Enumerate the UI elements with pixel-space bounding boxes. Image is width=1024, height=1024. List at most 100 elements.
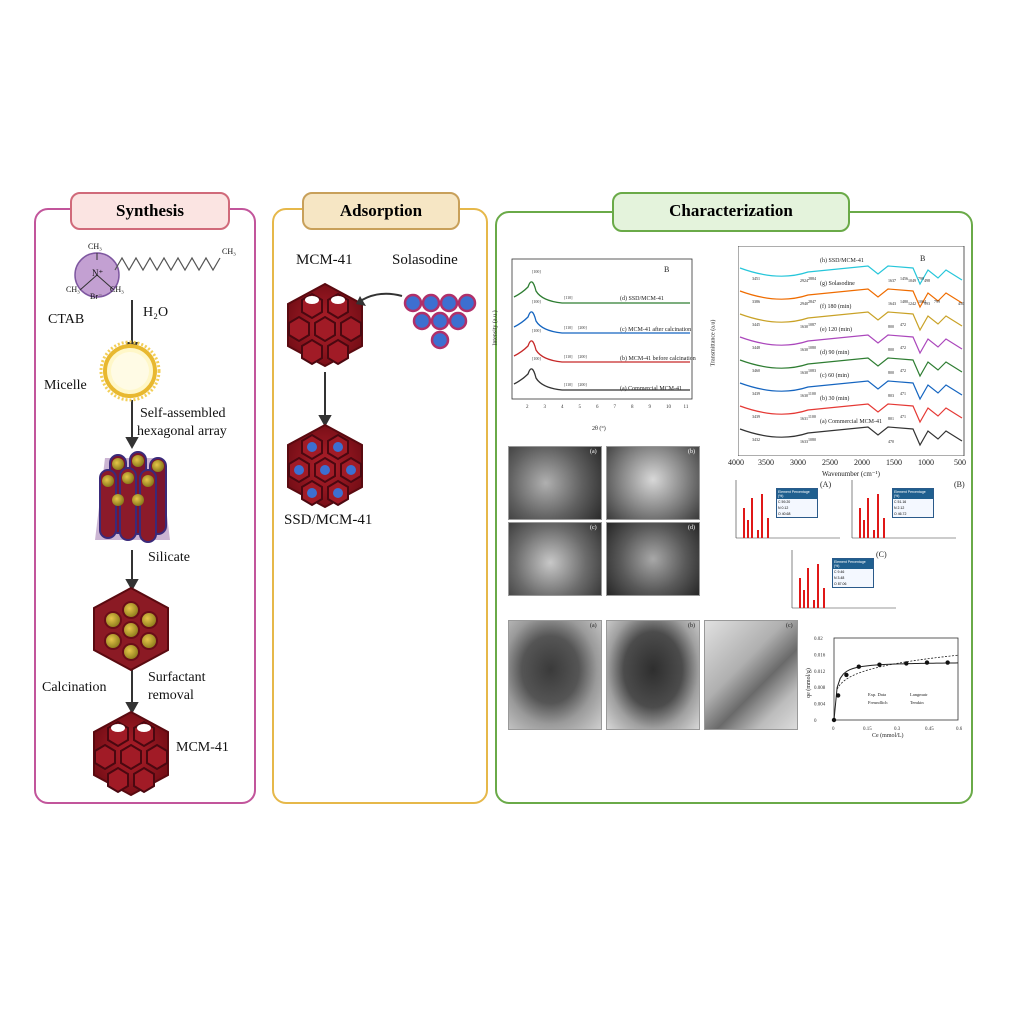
xrd-label-a: (a) Commercial MCM-41 bbox=[620, 386, 682, 392]
xrd-xtick: 2 bbox=[526, 405, 529, 410]
ftir-trace bbox=[739, 288, 963, 309]
ftir-peak-label: 498 bbox=[924, 278, 930, 283]
ftir-trace bbox=[739, 311, 963, 332]
xrd-trace bbox=[513, 340, 690, 363]
ftir-peak-label: 800 bbox=[888, 324, 894, 329]
ftir-trace bbox=[739, 334, 963, 355]
eds-table-row: N 3.48 bbox=[834, 576, 845, 580]
ftir-xtick: 3500 bbox=[758, 458, 774, 467]
eds-table-row: C 59.20 bbox=[778, 500, 791, 504]
ftir-peak-label: 3460 bbox=[752, 368, 760, 373]
tem-image-c bbox=[704, 620, 798, 730]
isotherm-xtick: 0.3 bbox=[894, 727, 901, 732]
isotherm-xtick: 0.45 bbox=[925, 727, 934, 732]
exp-data-point bbox=[904, 661, 909, 666]
ftir-peak-label: 1100 bbox=[808, 414, 816, 419]
sem-image-d bbox=[606, 522, 700, 596]
xrd-xtick: 6 bbox=[596, 405, 599, 410]
isotherm-xtick: 0.6 bbox=[956, 727, 962, 732]
silicate-hex-block bbox=[93, 586, 169, 672]
ftir-peak-label: 1643 bbox=[888, 301, 896, 306]
xrd-xtick: 9 bbox=[649, 405, 652, 410]
isotherm-ytick: 0.02 bbox=[814, 637, 823, 642]
xrd-xtick: 5 bbox=[579, 405, 582, 410]
eds-spectrum-svg bbox=[735, 480, 840, 539]
ch3-bottom-label: CH₃ bbox=[110, 285, 124, 294]
mcm41-adsorption-label: MCM-41 bbox=[296, 252, 353, 268]
ftir-peak-label: 800 bbox=[888, 370, 894, 375]
micelle-label: Micelle bbox=[44, 378, 87, 393]
br-minus-label: Br⁻ bbox=[90, 292, 103, 301]
ch3-left-label: CH₃ bbox=[66, 285, 80, 294]
ftir-peak-label: 801 bbox=[888, 416, 894, 421]
ssd-mcm41-graphic bbox=[287, 423, 363, 509]
ftir-peak-label: 799 bbox=[918, 276, 924, 281]
eds-table-row: C 51.16 bbox=[894, 500, 907, 504]
eds-table-row: O 40.68 bbox=[778, 512, 791, 516]
tem-label-b: (b) bbox=[688, 623, 695, 629]
xrd-peak-label: [110] bbox=[564, 325, 573, 330]
ctab-alkyl-chain bbox=[114, 256, 221, 272]
sem-label-d: (d) bbox=[688, 525, 695, 531]
ftir-xtick: 2500 bbox=[822, 458, 838, 467]
ftir-peak-label: 1100 bbox=[808, 391, 816, 396]
xrd-trace bbox=[513, 368, 690, 391]
ftir-peak-label: 993 bbox=[924, 301, 930, 306]
characterization-tab: Characterization bbox=[612, 192, 850, 232]
sem-label-b: (b) bbox=[688, 449, 695, 455]
mcm41-result-graphic bbox=[93, 710, 169, 797]
ftir-peak-label: 472 bbox=[900, 345, 906, 350]
eds-label: (A) bbox=[820, 480, 832, 489]
ftir-peak-label: 3451 bbox=[752, 276, 760, 281]
ftir-peak-label: 1064 bbox=[918, 299, 926, 304]
eds-table-row: N 2.12 bbox=[894, 506, 905, 510]
ftir-trace-label: (d) 90 (min) bbox=[820, 350, 850, 356]
xrd-peak-label: [110] bbox=[564, 295, 573, 300]
surfactant-label-2: removal bbox=[148, 688, 194, 703]
ftir-peak-label: 803 bbox=[888, 393, 894, 398]
ftir-trace-label: (a) Commercial MCM-41 bbox=[820, 419, 882, 425]
xrd-peak-label: [100] bbox=[532, 299, 541, 304]
ftir-peak-label: 2924 bbox=[800, 278, 808, 283]
mcm41-synthesis-label: MCM-41 bbox=[176, 740, 229, 755]
ftir-peak-label: 2940 bbox=[800, 301, 808, 306]
isotherm-ytick: 0.016 bbox=[814, 653, 826, 658]
xrd-peak-label: [110] bbox=[564, 354, 573, 359]
ftir-xtick: 1500 bbox=[886, 458, 902, 467]
ftir-peak-label: 472 bbox=[900, 368, 906, 373]
sem-image-a bbox=[508, 446, 602, 520]
eds-label: (B) bbox=[954, 480, 965, 489]
ftir-trace-label: (b) 30 (min) bbox=[820, 396, 850, 402]
isotherm-legend-item: Freundlich bbox=[868, 700, 888, 705]
ftir-peak-label: 450 bbox=[958, 301, 964, 306]
ftir-xtick: 1000 bbox=[918, 458, 934, 467]
exp-data-point bbox=[831, 717, 837, 723]
isotherm-legend-item: Langmuir bbox=[910, 692, 928, 697]
xrd-trace bbox=[513, 281, 690, 304]
ch3-top-label: CH₃ bbox=[88, 242, 102, 251]
tem-label-c: (c) bbox=[786, 623, 793, 629]
ftir-peak-label: 3432 bbox=[752, 437, 760, 442]
eds-table-header: Element Percentage (%) bbox=[893, 489, 933, 499]
isotherm-xtick: 0 bbox=[832, 727, 835, 732]
ftir-trace-label: (f) 180 (min) bbox=[820, 304, 852, 310]
langmuir-curve bbox=[833, 662, 959, 721]
xrd-label-c: (c) MCM-41 after calcination bbox=[620, 327, 692, 333]
ftir-peak-label: 472 bbox=[900, 322, 906, 327]
xrd-peak-label: [200] bbox=[578, 382, 587, 387]
self-assembled-label-2: hexagonal array bbox=[137, 424, 227, 439]
isotherm-ytick: 0.012 bbox=[814, 670, 826, 675]
surfactant-label-1: Surfactant bbox=[148, 670, 206, 685]
exp-data-point bbox=[856, 664, 861, 669]
ftir-peak-label: 470 bbox=[888, 439, 894, 444]
xrd-peak-label: [200] bbox=[578, 354, 587, 359]
isotherm-ytick: 0.008 bbox=[814, 686, 826, 691]
ftir-peak-label: 471 bbox=[900, 391, 906, 396]
adsorption-tab: Adsorption bbox=[302, 192, 460, 230]
isotherm-legend-item: Exp. Data bbox=[868, 692, 886, 697]
xrd-xtick: 3 bbox=[544, 405, 547, 410]
